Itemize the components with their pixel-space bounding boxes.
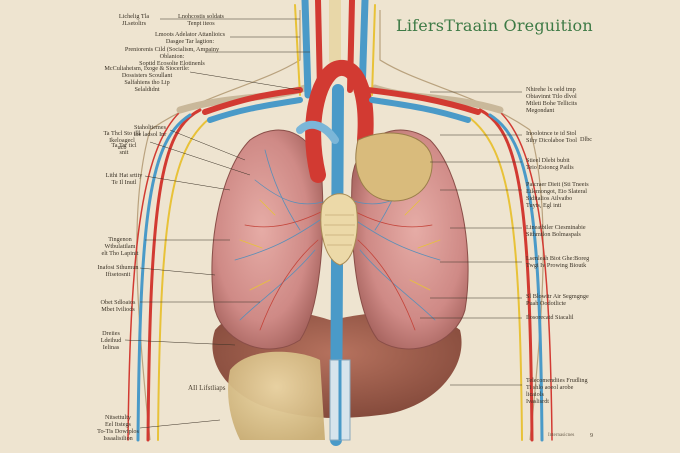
right-label: Dlbc xyxy=(580,136,593,143)
right-label: Paicraer Dieit (Sti Tneeis Etlemongot, E… xyxy=(526,181,589,209)
left-label: Dreiies Ldeihud Ielinas xyxy=(100,330,122,351)
left-lung xyxy=(211,129,324,350)
right-label: Lsenleah Biot Ghe:Boreg Twgi Iv Prowing … xyxy=(526,255,590,269)
trachea-rings xyxy=(324,214,355,246)
left-label: Lichelig Tla JLsetolirs xyxy=(118,13,150,27)
label-leader-lines xyxy=(124,18,522,429)
left-label: Lmoots Adelator Attanlioics Dasgee Tar l… xyxy=(154,31,226,45)
left-label: Nitsettulty Eel Itstegs To-Tis Dowiplos … xyxy=(97,414,139,442)
spinal-column xyxy=(329,359,351,441)
diaphragm xyxy=(228,351,325,440)
footer-text: Internasicnes xyxy=(548,433,575,438)
right-label: Telecomendiies Frudling Ti shlo aoeol ar… xyxy=(526,377,588,405)
left-label: Ta Thcl Sto tlll Ikeloagecl ucb xyxy=(103,130,141,151)
left-label: Inafosi Sthumun Ifisetosnit xyxy=(97,264,139,278)
left-label: McCuliaheism, Ixoge & Siocerile: Dossist… xyxy=(104,65,190,93)
left-label: Preniorenis Cild (Socialism, Ampainy Obl… xyxy=(124,46,220,67)
right-label: Lineatbiler Ciesminabie Sithmtlon Bolmas… xyxy=(526,224,586,238)
left-label: Lnohcostis soldats Tenpt iteos xyxy=(178,13,224,27)
heart xyxy=(355,132,433,202)
right-label: Nhirehe lx oeld tmp Obiavinnt Ttlo dlvol… xyxy=(526,86,578,114)
left-label: Obet Sdloaios Mbet Iviliods xyxy=(100,299,136,313)
left-label: Ta Tar ticl snit xyxy=(111,142,137,156)
right-label: Stieel Dlebi bubit Teio Esioncg Pailis xyxy=(526,157,574,171)
right-label: Sl Blowitr Air Segmgnge Puah Oodotlicte xyxy=(526,293,589,307)
pulmonary-branches xyxy=(234,149,441,331)
arm-vessels xyxy=(127,108,553,442)
torso-outline xyxy=(136,10,544,441)
figure-caption: AIl Lifstliaps xyxy=(188,384,226,392)
trachea-carina xyxy=(320,193,358,266)
page-title: LifersTraain Oreguition xyxy=(396,16,593,35)
right-label: Inoolotnce te id Stol Sihy Dicolaboe Too… xyxy=(526,130,578,144)
right-label: Ilosorecatd Siacalil xyxy=(526,314,574,321)
left-label: Staholtiemes the ladsol Inr xyxy=(133,124,167,138)
page-number: 9 xyxy=(590,433,593,439)
left-label: Tingenon Wtbulatilam elt Tho Lapinit xyxy=(101,236,139,257)
left-label: Lithi Hat srtity Te Il Inutl xyxy=(105,172,143,186)
